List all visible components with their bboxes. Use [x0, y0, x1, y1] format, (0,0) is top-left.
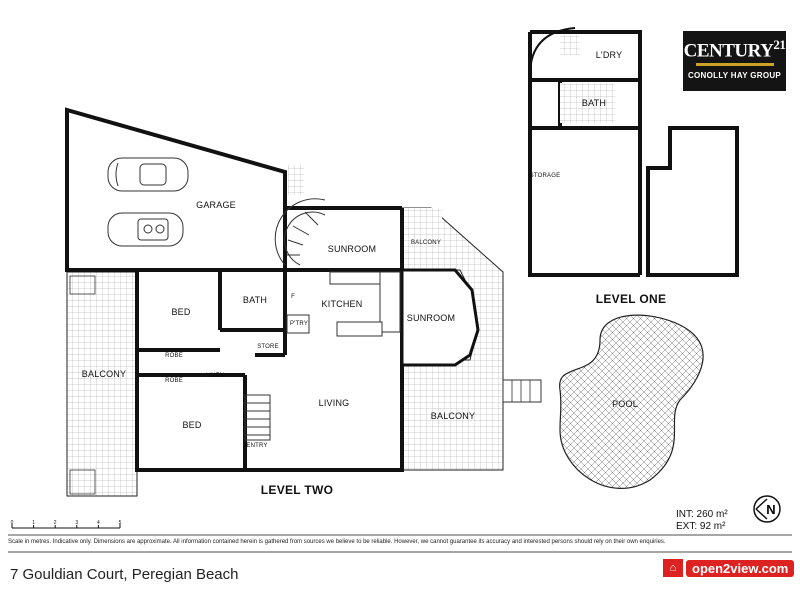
room-label-living: LIVING — [318, 398, 350, 408]
bath-l1-floor — [560, 83, 615, 123]
room-label-robe-2: ROBE — [165, 378, 183, 384]
room-label-pool: POOL — [612, 399, 638, 409]
laundry-stair — [560, 35, 580, 55]
room-label-storage: STORAGE — [529, 173, 561, 179]
scale-tick-2: 2 — [53, 520, 57, 526]
room-label-linen: LINEN — [205, 373, 225, 379]
open2view-text: open2view.com — [686, 559, 795, 577]
pool-shape — [559, 314, 704, 489]
scale-tick-5: 5 — [118, 520, 122, 526]
car-top — [107, 157, 189, 192]
room-label-sunroom-upper: SUNROOM — [327, 244, 377, 254]
room-label-sunroom-right: SUNROOM — [406, 313, 456, 323]
level-one-title: LEVEL ONE — [595, 292, 667, 306]
garage-stair — [288, 165, 304, 195]
room-label-pantry: P'TRY — [289, 321, 309, 327]
scale-bar — [11, 524, 121, 529]
balcony-stair-bottom — [69, 469, 96, 495]
room-label-garage: GARAGE — [196, 200, 236, 210]
room-label-bed-1: BED — [171, 307, 191, 317]
room-label-balcony-small: BALCONY — [410, 240, 442, 246]
level-one-walls — [528, 30, 739, 277]
balcony-stair-top — [69, 275, 96, 295]
home-icon: ⌂ — [663, 559, 683, 577]
property-address: 7 Gouldian Court, Peregian Beach — [10, 566, 239, 583]
room-label-bed-2: BED — [182, 420, 202, 430]
balcony-left-floor — [66, 271, 138, 497]
scale-tick-4: 4 — [97, 520, 100, 526]
room-label-kitchen: KITCHEN — [321, 299, 363, 309]
level-two-title: LEVEL TWO — [260, 483, 334, 497]
room-label-store: STORE — [257, 344, 279, 350]
area-external: EXT: 92 m² — [676, 521, 726, 532]
disclaimer-text: Scale in metres. Indicative only. Dimens… — [8, 539, 666, 545]
scale-tick-1: 1 — [32, 520, 35, 526]
balcony-small-floor — [402, 208, 442, 266]
sunroom-bay — [400, 268, 480, 367]
brand-accent-bar — [695, 63, 774, 67]
room-label-laundry: L'DRY — [595, 50, 623, 60]
scale-tick-3: 3 — [75, 520, 79, 526]
pool-stair — [502, 379, 542, 403]
scale-tick-0: 0 — [10, 520, 14, 526]
kitchen-benches — [286, 271, 401, 337]
room-label-bath-l1: BATH — [581, 98, 607, 108]
brand-logo: CENTURY21 CONOLLY HAY GROUP — [683, 31, 786, 91]
brand-office: CONOLLY HAY GROUP — [687, 71, 782, 81]
room-label-entry: ENTRY — [246, 443, 268, 449]
brand-wordmark: CENTURY21 — [683, 37, 786, 62]
compass-letter: N — [766, 502, 775, 517]
room-label-fridge: F — [291, 294, 295, 300]
room-label-balcony-left: BALCONY — [81, 369, 127, 379]
compass-icon: N — [753, 495, 781, 523]
entry-stair — [244, 394, 271, 441]
area-internal: INT: 260 m² — [676, 509, 728, 520]
open2view-logo[interactable]: ⌂ open2view.com — [663, 558, 795, 578]
area-summary: INT: 260 m² EXT: 92 m² — [676, 509, 728, 533]
stair-curved — [274, 198, 326, 266]
room-label-robe-1: ROBE — [165, 353, 183, 359]
car-bottom — [107, 212, 184, 247]
room-label-bath-l2: BATH — [242, 295, 268, 305]
room-label-balcony-right: BALCONY — [430, 411, 476, 421]
laundry-curve — [529, 27, 576, 76]
